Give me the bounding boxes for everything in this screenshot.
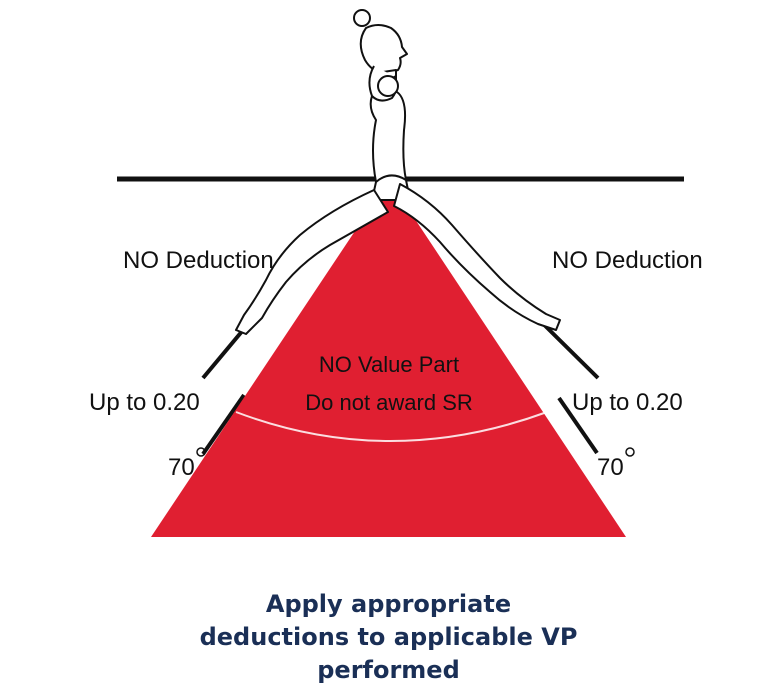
no-value-part-label: NO Value Part: [319, 352, 459, 377]
right-boundary-line-lower: [557, 396, 599, 455]
gymnast-figure: [235, 9, 561, 335]
caption-line-1: Apply appropriate: [265, 590, 512, 618]
right-degree-symbol: [625, 447, 635, 457]
right-angle-label: 70: [597, 454, 624, 481]
left-boundary-line-lower: [201, 393, 246, 456]
caption-line-2: deductions to applicable VP: [199, 623, 578, 651]
left-degree-symbol: [196, 447, 206, 457]
right-up-to-label: Up to 0.20: [572, 389, 683, 416]
right-no-deduction-label: NO Deduction: [552, 247, 703, 274]
caption-line-3: performed: [317, 656, 460, 684]
do-not-award-sr-label: Do not award SR: [305, 390, 473, 415]
left-no-deduction-label: NO Deduction: [123, 247, 274, 274]
left-angle-label: 70: [168, 454, 195, 481]
left-up-to-label: Up to 0.20: [89, 389, 200, 416]
angle-arc: [235, 411, 548, 442]
caption: Apply appropriate deductions to applicab…: [0, 588, 777, 687]
no-value-zone-triangle: [151, 180, 626, 537]
